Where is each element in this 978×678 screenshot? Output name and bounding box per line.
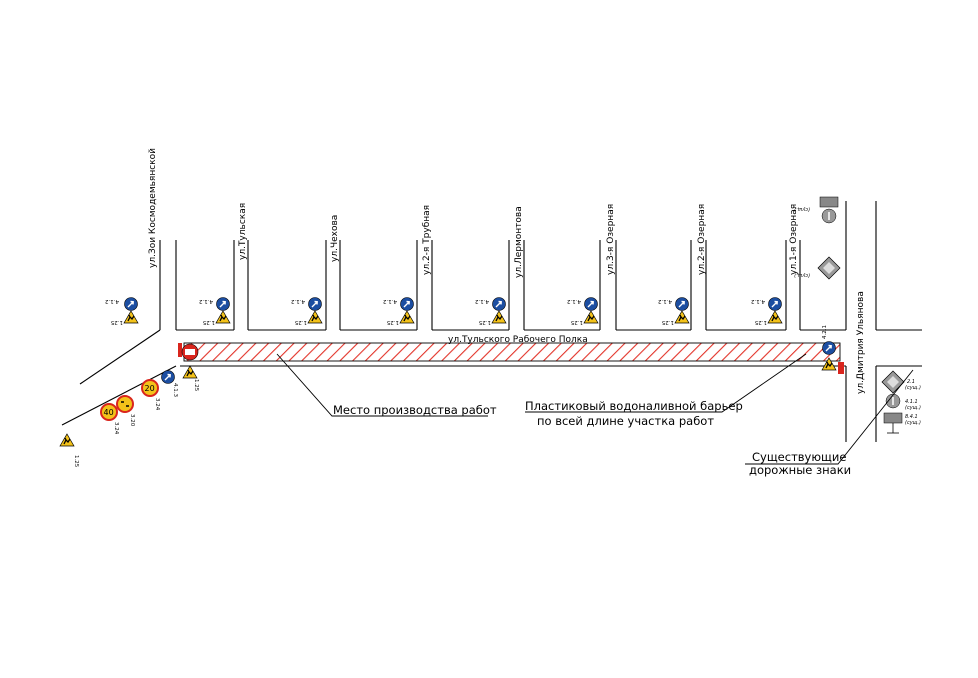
svg-text:1.25: 1.25: [193, 379, 199, 392]
svg-text:1.25: 1.25: [73, 455, 79, 468]
svg-text:20: 20: [145, 384, 155, 393]
svg-text:40: 40: [104, 408, 114, 417]
svg-text:4.1.2: 4.1.2: [751, 298, 765, 304]
street-ulyanova: ул.Дмитрия Ульянова: [856, 291, 866, 394]
svg-text:1.25: 1.25: [294, 319, 307, 325]
street-trubnaya: ул.2-я Трубная: [422, 205, 432, 275]
existing-signs-top: (сущ.) (сущ.): [794, 196, 841, 280]
svg-text:(сущ.): (сущ.): [794, 272, 810, 278]
svg-text:2.1: 2.1: [907, 379, 915, 385]
svg-text:1.25: 1.25: [202, 319, 215, 325]
street-main: ул.Тульского Рабочего Полка: [448, 335, 588, 345]
svg-text:4.1.1: 4.1.1: [905, 399, 918, 405]
svg-text:(сущ.): (сущ.): [905, 420, 921, 426]
side-street-signs: 4.1.2 1.25 4.1.2 1.25 4.1.2 1.25 4.1.2 1…: [105, 296, 783, 325]
street-ozernaya1: ул.1-я Озерная: [789, 204, 799, 275]
svg-text:4.2.1: 4.2.1: [822, 325, 828, 339]
svg-text:4.1.2: 4.1.2: [658, 298, 672, 304]
callout-work-site: Место производства работ: [276, 353, 497, 417]
street-labels: ул.Тульского Рабочего Полка ул.Зои Космо…: [148, 148, 866, 394]
svg-text:4.1.2: 4.1.2: [291, 298, 305, 304]
svg-text:1.25: 1.25: [570, 319, 583, 325]
svg-text:4.1.2: 4.1.2: [567, 298, 581, 304]
approach-signs: 1.25 40 3.24 3.20 20 3.24 4.1.3 1.25: [59, 365, 199, 468]
road-lines: [61, 201, 922, 442]
end-signs: 4.2.1: [821, 325, 837, 371]
svg-text:3.24: 3.24: [113, 422, 119, 435]
barrier-label-1: Пластиковый водоналивной барьер: [525, 399, 743, 413]
svg-text:4.1.2: 4.1.2: [475, 298, 489, 304]
svg-text:4.1.2: 4.1.2: [105, 298, 119, 304]
street-chekhova: ул.Чехова: [330, 215, 340, 262]
svg-text:1.25: 1.25: [661, 319, 674, 325]
svg-text:3.24: 3.24: [154, 398, 160, 411]
svg-text:(сущ.): (сущ.): [794, 206, 810, 212]
callout-barrier: Пластиковый водоналивной барьер по всей …: [525, 353, 807, 428]
svg-text:4.1.2: 4.1.2: [383, 298, 397, 304]
street-lermontova: ул.Лермонтова: [514, 206, 524, 278]
svg-text:1.25: 1.25: [754, 319, 767, 325]
work-site-label: Место производства работ: [333, 403, 497, 417]
existing-label-1: Существующие: [752, 450, 846, 464]
street-tulskaya: ул.Тульская: [238, 203, 248, 260]
svg-text:1.25: 1.25: [478, 319, 491, 325]
svg-text:(сущ.): (сущ.): [905, 385, 921, 391]
svg-text:8.4.1: 8.4.1: [905, 414, 918, 420]
svg-text:3.20: 3.20: [129, 414, 135, 427]
callout-existing: Существующие дорожные знаки: [745, 369, 914, 477]
svg-text:(сущ.): (сущ.): [905, 405, 921, 411]
barrier-label-2: по всей длине участка работ: [537, 414, 714, 428]
work-zone-hatch: [183, 342, 841, 362]
existing-label-2: дорожные знаки: [749, 463, 851, 477]
street-ozernaya3: ул.3-я Озерная: [606, 204, 616, 275]
street-zoya: ул.Зои Космодемьянской: [148, 148, 158, 268]
svg-text:4.1.2: 4.1.2: [199, 298, 213, 304]
svg-text:1.25: 1.25: [386, 319, 399, 325]
barrier-end: [838, 362, 844, 374]
barrier-start: [178, 343, 199, 361]
svg-text:4.1.3: 4.1.3: [172, 383, 178, 397]
svg-text:1.25: 1.25: [110, 319, 123, 325]
street-ozernaya2: ул.2-я Озерная: [697, 204, 707, 275]
